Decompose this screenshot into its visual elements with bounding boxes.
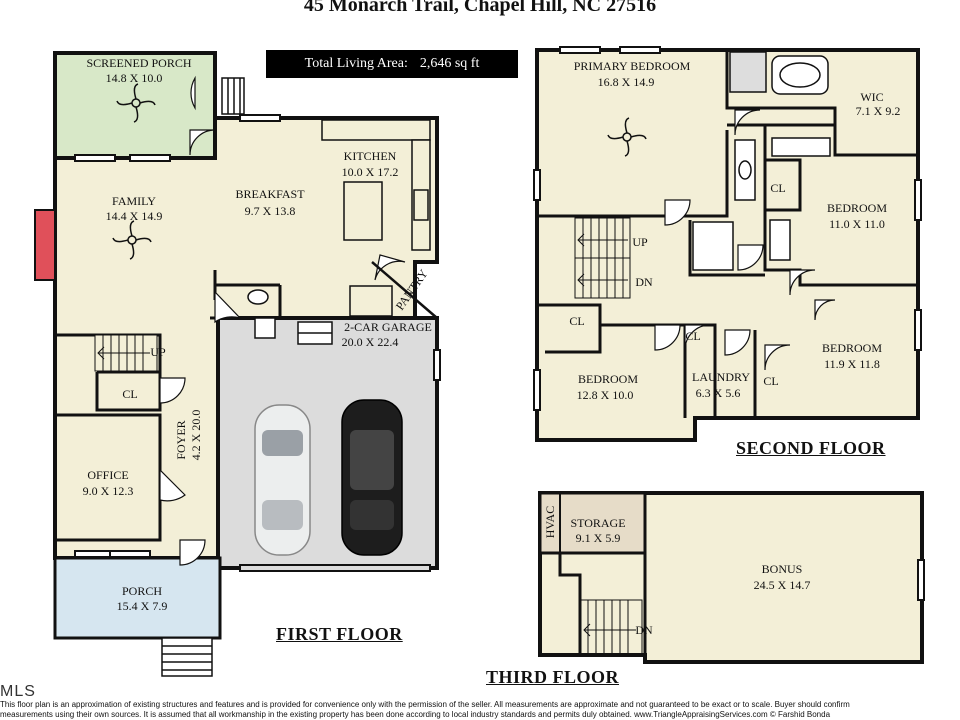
rear-steps: [221, 77, 245, 115]
total-area-label: Total Living Area:: [304, 56, 408, 71]
room-name: FOYER: [174, 420, 188, 459]
room-size: 9.0 X 12.3: [83, 484, 134, 498]
room-name: PORCH: [122, 584, 162, 598]
window-marks: [74, 114, 441, 572]
mls-watermark: MLS: [0, 683, 36, 700]
pantry-wall: [371, 261, 438, 319]
closet-tag: CL: [763, 374, 778, 388]
screened-porch-area: [53, 51, 217, 160]
room-size: 16.8 X 14.9: [598, 75, 655, 89]
first-floor-title: FIRST FLOOR: [276, 624, 403, 644]
powder-room-fixtures: [247, 289, 276, 339]
ceiling-fan-icon: [116, 83, 156, 123]
room-name: FAMILY: [112, 194, 156, 208]
room-size: 10.0 X 17.2: [342, 165, 399, 179]
closet-tag: CL: [685, 329, 700, 343]
room-name: WIC: [860, 90, 883, 104]
white-car-icon: [254, 404, 311, 556]
room-size: 11.0 X 11.0: [829, 217, 885, 231]
porch-steps: [161, 637, 213, 677]
kitchen-fixtures: [321, 119, 431, 251]
porch-area: [53, 556, 222, 640]
black-car-icon: [341, 399, 403, 556]
third-floor-stairs: [579, 599, 643, 656]
disclaimer-line-1: This floor plan is an approximation of e…: [0, 700, 850, 709]
primary-bath-fixtures: [692, 51, 831, 271]
room-name: BONUS: [762, 562, 803, 576]
first-floor-stairs: [94, 334, 158, 372]
disclaimer: This floor plan is an approximation of e…: [0, 700, 960, 720]
stair-tag: DN: [635, 623, 653, 637]
third-floor: [538, 491, 925, 664]
closet-tag: CL: [569, 314, 584, 328]
room-name: BEDROOM: [827, 201, 887, 215]
address-title: 45 Monarch Trail, Chapel Hill, NC 27516: [303, 0, 657, 16]
room-name: LAUNDRY: [692, 370, 750, 384]
room-name: BREAKFAST: [235, 187, 305, 201]
disclaimer-line-2: measurements using their own sources. It…: [0, 710, 831, 719]
room-size: 11.9 X 11.8: [824, 357, 880, 371]
room-labels: SCREENED PORCH 14.8 X 10.0 FAMILY 14.4 X…: [83, 56, 901, 637]
door-swing-icon: [159, 75, 406, 566]
ceiling-fan-icon: [607, 117, 647, 157]
first-floor: [34, 51, 441, 677]
pantry-shelf: [349, 285, 393, 317]
second-floor-stairs: [574, 217, 631, 299]
closet-tag: CL: [122, 387, 137, 401]
room-size: 15.4 X 7.9: [117, 599, 168, 613]
stair-tag: UP: [150, 345, 166, 359]
room-name: HVAC: [543, 506, 557, 538]
garage-area: [216, 316, 439, 570]
stair-tag: UP: [632, 235, 648, 249]
room-size: 7.1 X 9.2: [856, 104, 901, 118]
door-swing-icon: [654, 109, 836, 371]
third-floor-title: THIRD FLOOR: [486, 667, 620, 687]
fireplace: [34, 209, 56, 281]
stair-tag: DN: [635, 275, 653, 289]
room-size: 9.1 X 5.9: [576, 531, 621, 545]
second-floor-title: SECOND FLOOR: [736, 438, 886, 458]
room-size: 9.7 X 13.8: [245, 204, 296, 218]
room-name: SCREENED PORCH: [86, 56, 191, 70]
room-name: PRIMARY BEDROOM: [574, 59, 691, 73]
room-size: 14.8 X 10.0: [106, 71, 163, 85]
room-size: 4.2 X 20.0: [189, 410, 203, 461]
garage-step: [297, 321, 333, 345]
room-size: 12.8 X 10.0: [577, 388, 634, 402]
second-floor: [533, 46, 922, 442]
window-marks: [917, 559, 925, 601]
room-size: 6.3 X 5.6: [696, 386, 741, 400]
room-name: STORAGE: [570, 516, 625, 530]
ceiling-fan-icon: [112, 220, 152, 260]
room-size: 24.5 X 14.7: [754, 578, 811, 592]
closet-tag: CL: [770, 181, 785, 195]
room-name: KITCHEN: [344, 149, 397, 163]
room-name: OFFICE: [87, 468, 128, 482]
room-name: 2-CAR GARAGE: [344, 320, 432, 334]
window-marks: [533, 46, 922, 411]
room-name: BEDROOM: [578, 372, 638, 386]
total-living-area-banner: Total Living Area: 2,646 sq ft: [266, 50, 518, 78]
room-size: 20.0 X 22.4: [342, 335, 399, 349]
room-size: 14.4 X 14.9: [106, 209, 163, 223]
total-area-value: 2,646 sq ft: [419, 56, 480, 71]
room-name: BEDROOM: [822, 341, 882, 355]
